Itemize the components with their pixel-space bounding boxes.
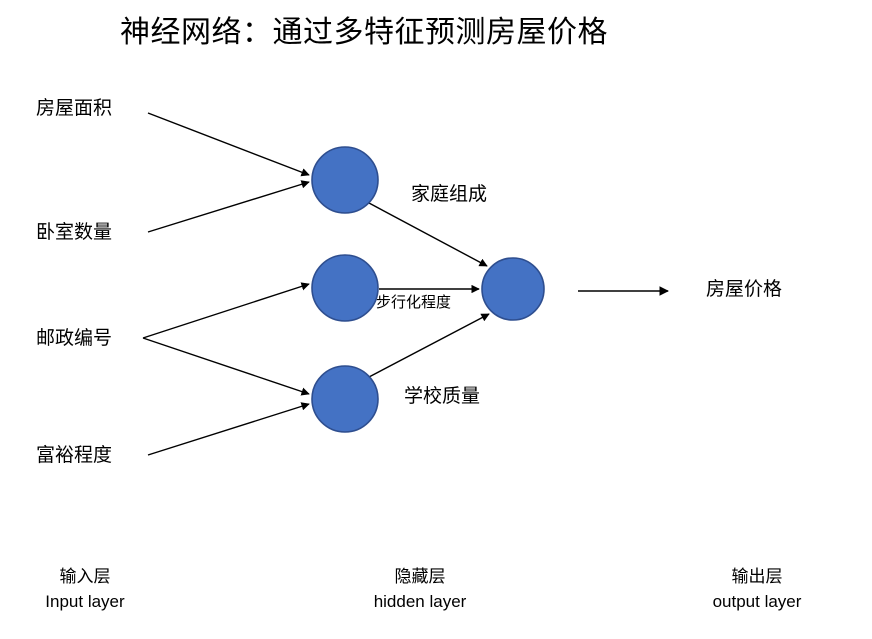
hidden-node-family-composition[interactable]	[311, 146, 379, 214]
edge-school-to-price	[368, 313, 490, 378]
output-node-house-price[interactable]	[481, 257, 545, 321]
layer-caption-output: 输出层 output layer	[672, 565, 842, 614]
edge-postal-to-school	[142, 337, 310, 396]
layer-caption-input: 输入层 Input layer	[0, 565, 170, 614]
layer-caption-output-en: output layer	[712, 591, 802, 611]
output-label-house-price: 房屋价格	[706, 279, 783, 300]
edge-house-area-to-family	[147, 112, 310, 177]
layer-caption-output-cn: 输出层	[731, 567, 783, 586]
input-label-bedrooms: 卧室数量	[36, 222, 113, 243]
hidden-label-family-composition: 家庭组成	[411, 184, 488, 205]
edge-group-hidden-to-output	[368, 202, 490, 378]
layer-caption-input-cn: 输入层	[59, 567, 111, 586]
layer-caption-hidden-en: hidden layer	[373, 591, 467, 611]
hidden-label-walkability: 步行化程度	[376, 294, 452, 311]
page-title: 神经网络：通过多特征预测房屋价格	[120, 16, 608, 49]
edge-group-input-to-hidden	[142, 112, 310, 456]
input-label-wealth-level: 富裕程度	[36, 445, 113, 466]
edge-wealth-to-school	[147, 402, 310, 456]
hidden-label-school-quality: 学校质量	[404, 386, 481, 407]
layer-caption-hidden-cn: 隐藏层	[394, 567, 446, 586]
layer-caption-hidden: 隐藏层 hidden layer	[335, 565, 505, 614]
hidden-node-school-quality[interactable]	[311, 365, 379, 433]
input-label-house-area: 房屋面积	[36, 98, 113, 119]
layer-caption-input-en: Input layer	[45, 591, 125, 611]
node-group-hidden	[311, 146, 379, 433]
edge-postal-to-walkability	[142, 282, 310, 339]
node-group-output	[481, 257, 545, 321]
edge-family-to-price	[368, 202, 488, 267]
edge-bedrooms-to-family	[147, 180, 310, 233]
hidden-node-walkability[interactable]	[311, 254, 379, 322]
input-label-postal-code: 邮政编号	[36, 328, 113, 349]
